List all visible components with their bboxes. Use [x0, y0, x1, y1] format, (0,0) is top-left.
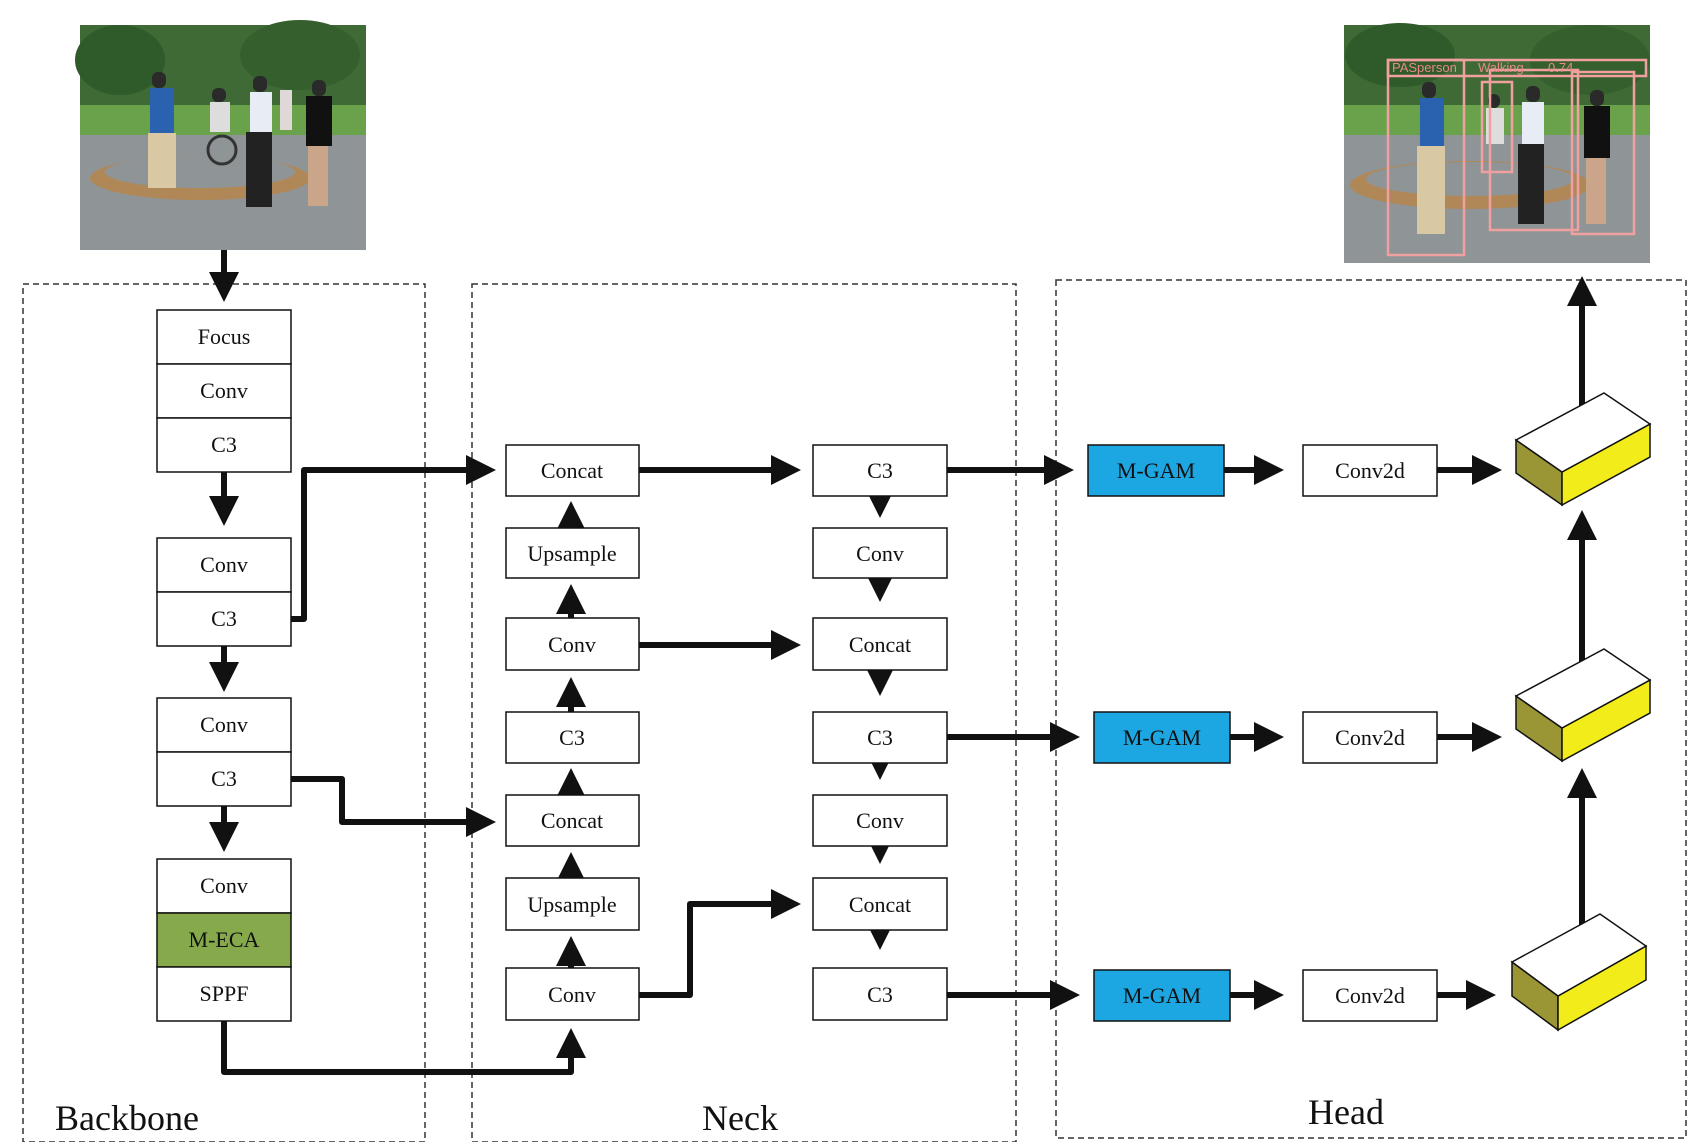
backbone-nodes	[156, 309, 292, 1022]
head-conv2d-1-node	[1302, 444, 1438, 497]
detection-label-1: PASperson	[1392, 60, 1457, 75]
neck-conv-p1-label: Conv	[856, 541, 904, 566]
backbone-sppf-node	[156, 966, 292, 1022]
neck-c3-p3-label: C3	[867, 982, 893, 1007]
neck-c3-p3-node	[812, 967, 948, 1021]
head-mgam-3-label: M-GAM	[1123, 983, 1201, 1008]
neck-c3-a-node	[505, 711, 640, 764]
neck-c3-p2-label: C3	[867, 725, 893, 750]
neck-c3-p1-label: C3	[867, 458, 893, 483]
output-block-middle	[1514, 648, 1652, 763]
neck-concat-p2-node	[812, 877, 948, 931]
neck-conv-b-node	[505, 967, 640, 1021]
backbone-focus-label: Focus	[198, 324, 251, 349]
backbone-c3-1-label: C3	[211, 432, 237, 457]
neck-concat-p2-label: Concat	[849, 892, 911, 917]
backbone-conv2-node	[156, 537, 292, 593]
head-mgam-2-label: M-GAM	[1123, 725, 1201, 750]
neck-nodes	[505, 444, 948, 1021]
neck-c3-p2-node	[812, 711, 948, 764]
backbone-c3-1-node	[156, 417, 292, 473]
detection-label-3: 0.74	[1548, 60, 1573, 75]
neck-upsample-b-node	[505, 877, 640, 931]
head-conv2d-1-label: Conv2d	[1335, 458, 1405, 483]
neck-upsample-a-label: Upsample	[527, 541, 616, 566]
neck-concat-p1-label: Concat	[849, 632, 911, 657]
head-conv2d-3-node	[1302, 969, 1438, 1022]
backbone-c3-3-node	[156, 751, 292, 807]
neck-conv-p2-node	[812, 794, 948, 847]
connectors	[209, 250, 1597, 1075]
neck-frame	[471, 283, 1017, 1142]
backbone-c3-2-node	[156, 591, 292, 647]
input-image	[75, 20, 366, 250]
neck-upsample-a-node	[505, 527, 640, 579]
backbone-meca-label: M-ECA	[189, 927, 260, 952]
head-title: Head	[1308, 1092, 1384, 1132]
head-conv2d-2-node	[1302, 711, 1438, 764]
backbone-conv1-node	[156, 363, 292, 419]
backbone-c3-3-label: C3	[211, 766, 237, 791]
head-frame	[1055, 279, 1687, 1139]
neck-concat-p1-node	[812, 617, 948, 671]
detection-boxes	[1386, 58, 1648, 257]
output-image: PASperson Walking 0.74	[1344, 23, 1650, 263]
neck-c3-p1-node	[812, 444, 948, 497]
neck-conv-b-label: Conv	[548, 982, 596, 1007]
backbone-conv1-label: Conv	[200, 378, 248, 403]
head-mgam-2-node	[1093, 711, 1231, 764]
neck-conv-p1-node	[812, 527, 948, 579]
backbone-sppf-label: SPPF	[200, 981, 249, 1006]
head-conv2d-3-label: Conv2d	[1335, 983, 1405, 1008]
neck-upsample-b-label: Upsample	[527, 892, 616, 917]
output-block-bottom	[1510, 913, 1648, 1032]
neck-conv-a-node	[505, 617, 640, 671]
backbone-title: Backbone	[55, 1098, 199, 1138]
backbone-conv4-node	[156, 858, 292, 914]
head-mgam-3-node	[1093, 969, 1231, 1022]
neck-concat-a-label: Concat	[541, 458, 603, 483]
backbone-conv2-label: Conv	[200, 552, 248, 577]
neck-concat-b-node	[505, 794, 640, 847]
neck-conv-p2-label: Conv	[856, 808, 904, 833]
backbone-conv3-label: Conv	[200, 712, 248, 737]
neck-concat-a-node	[505, 444, 640, 497]
head-conv2d-2-label: Conv2d	[1335, 725, 1405, 750]
detection-label-2: Walking	[1478, 60, 1524, 75]
neck-title: Neck	[702, 1098, 778, 1138]
neck-concat-b-label: Concat	[541, 808, 603, 833]
neck-conv-a-label: Conv	[548, 632, 596, 657]
head-mgam-1-label: M-GAM	[1117, 458, 1195, 483]
output-block-top	[1514, 392, 1652, 507]
backbone-conv4-label: Conv	[200, 873, 248, 898]
backbone-conv3-node	[156, 697, 292, 753]
backbone-c3-2-label: C3	[211, 606, 237, 631]
head-mgam-1-node	[1087, 444, 1225, 497]
head-nodes	[1087, 444, 1438, 1022]
neck-c3-a-label: C3	[559, 725, 585, 750]
backbone-focus-node	[156, 309, 292, 365]
